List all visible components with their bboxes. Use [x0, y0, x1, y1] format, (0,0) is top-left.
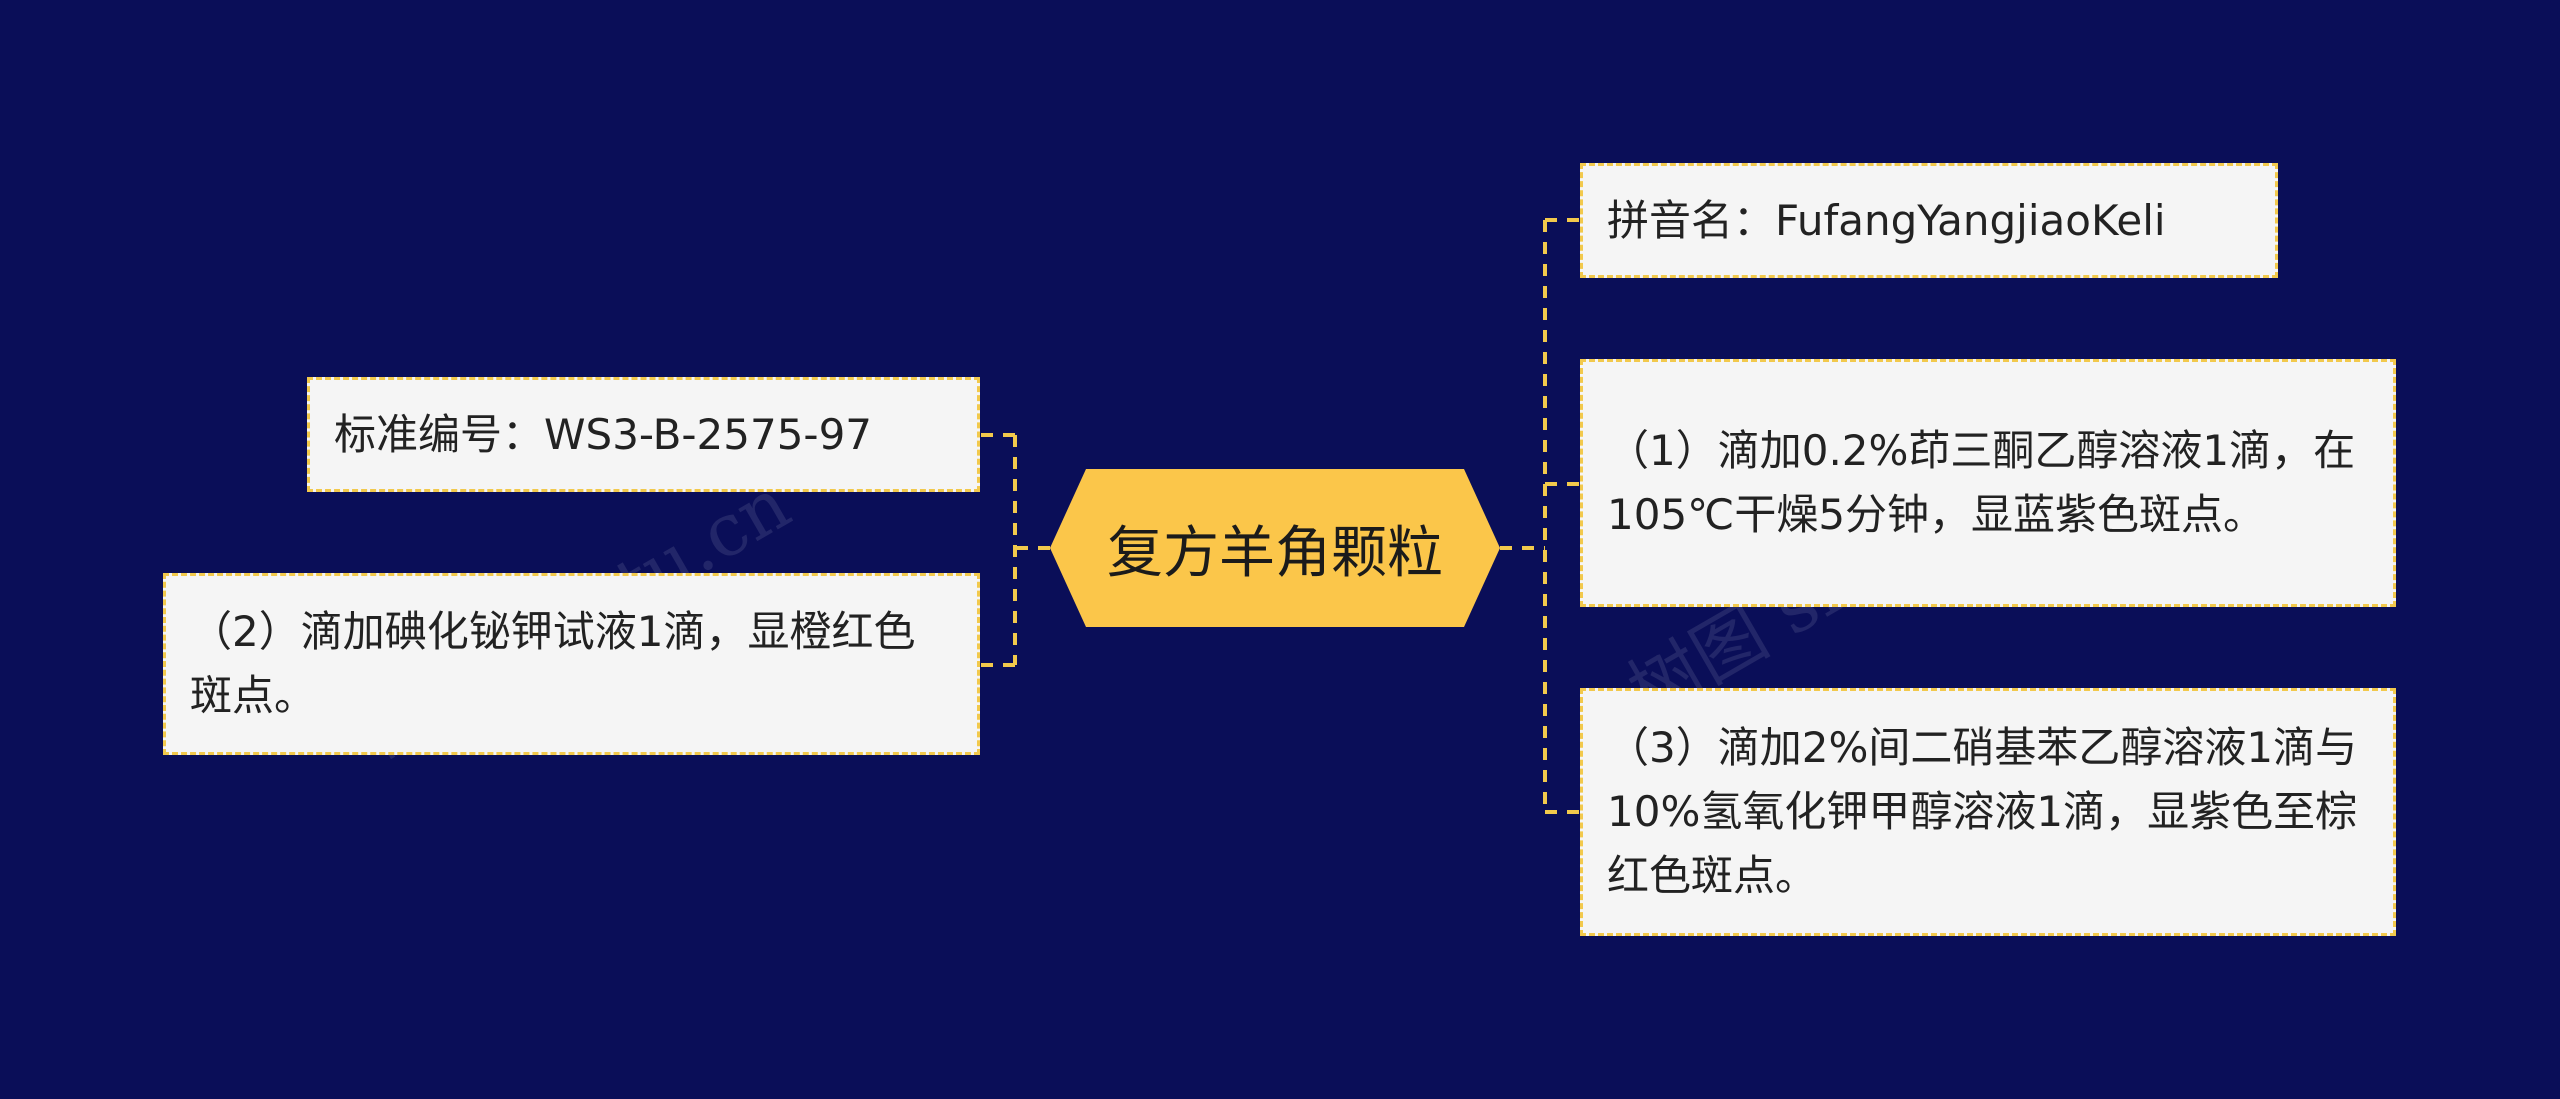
- node-label: （1）滴加0.2%茚三酮乙醇溶液1滴，在105℃干燥5分钟，显蓝紫色斑点。: [1607, 426, 2356, 539]
- right-node-test-1[interactable]: （1）滴加0.2%茚三酮乙醇溶液1滴，在105℃干燥5分钟，显蓝紫色斑点。: [1580, 359, 2396, 607]
- right-node-test-3[interactable]: （3）滴加2%间二硝基苯乙醇溶液1滴与10%氢氧化钾甲醇溶液1滴，显紫色至棕红色…: [1580, 688, 2396, 936]
- root-node-label: 复方羊角颗粒: [1107, 520, 1443, 586]
- left-node-test-2[interactable]: （2）滴加碘化铋钾试液1滴，显橙红色斑点。: [163, 573, 980, 755]
- node-label: 标准编号：WS3-B-2575-97: [334, 409, 873, 459]
- right-node-pinyin[interactable]: 拼音名：FufangYangjiaoKeli: [1580, 163, 2278, 278]
- left-node-standard-number[interactable]: 标准编号：WS3-B-2575-97: [307, 377, 980, 492]
- node-label: （3）滴加2%间二硝基苯乙醇溶液1滴与10%氢氧化钾甲醇溶液1滴，显紫色至棕红色…: [1607, 723, 2358, 900]
- node-label: （2）滴加碘化铋钾试液1滴，显橙红色斑点。: [190, 607, 916, 720]
- root-node[interactable]: 复方羊角颗粒: [1050, 469, 1500, 627]
- node-label: 拼音名：FufangYangjiaoKeli: [1607, 195, 2166, 245]
